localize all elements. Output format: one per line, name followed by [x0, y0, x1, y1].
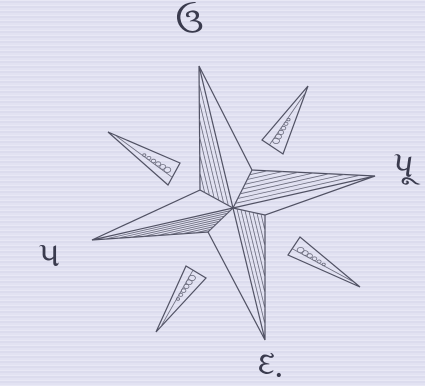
east-ridge-line: [233, 176, 375, 208]
star-outline: [92, 66, 375, 340]
southwest-valley-line: [208, 208, 233, 232]
northeast-dart: [262, 86, 308, 154]
south-arm-hatch: [237, 209, 265, 325]
west-label: પ: [38, 238, 60, 272]
southwest-dart: [156, 266, 206, 332]
southeast-dart: [288, 237, 360, 287]
northwest-dart: [108, 132, 180, 185]
north-label: ઉ: [174, 3, 205, 42]
compass-star: [92, 66, 375, 340]
north-arm-hatch: [199, 84, 228, 206]
intercardinal-darts: [108, 86, 360, 332]
east-label: પૂ: [390, 147, 417, 184]
east-arm-hatch: [235, 171, 359, 204]
